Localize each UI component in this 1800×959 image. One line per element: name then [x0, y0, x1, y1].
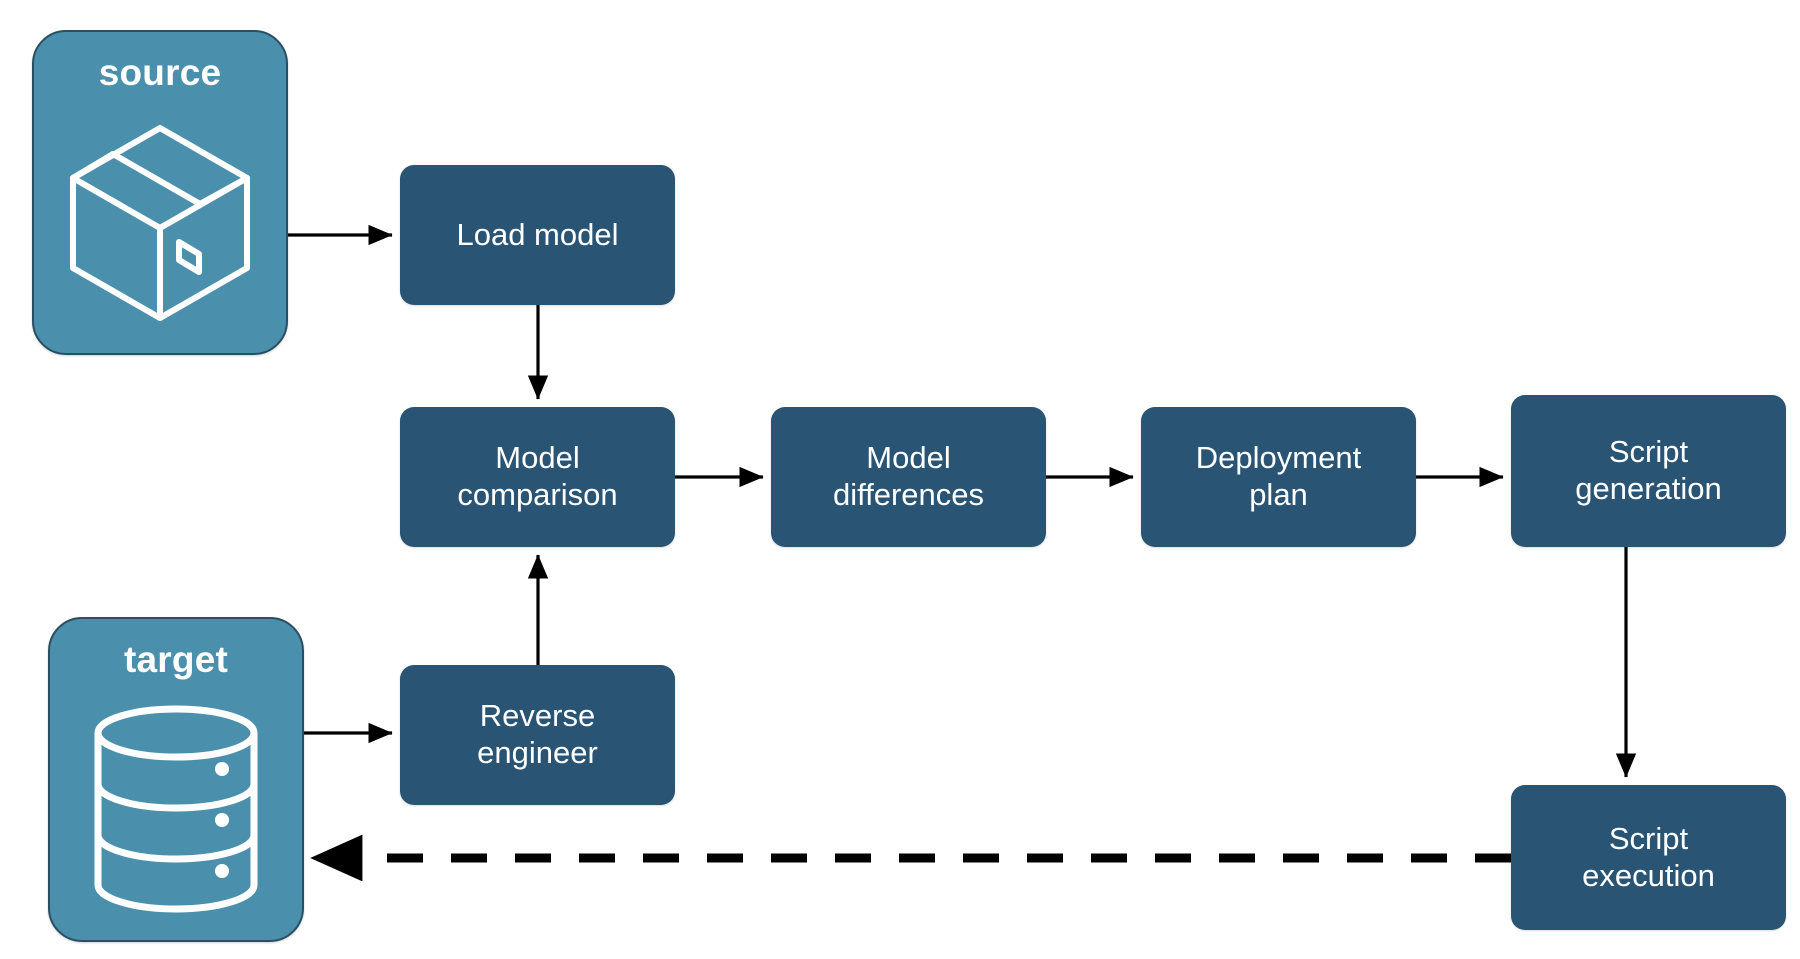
process-model-comparison[interactable]: Model comparison — [400, 407, 675, 547]
process-load-model[interactable]: Load model — [400, 165, 675, 305]
process-script-execution[interactable]: Script execution — [1511, 785, 1786, 930]
process-script-generation[interactable]: Script generation — [1511, 395, 1786, 547]
endpoint-source[interactable]: source — [32, 30, 288, 355]
package-box-icon — [34, 91, 286, 353]
process-reverse-engineer-label: Reverse engineer — [477, 698, 598, 770]
process-model-differences[interactable]: Model differences — [771, 407, 1046, 547]
process-load-model-label: Load model — [456, 216, 619, 252]
process-model-differences-label: Model differences — [832, 440, 985, 512]
database-cylinder-icon — [50, 678, 302, 940]
process-deployment-plan-label: Deployment plan — [1195, 440, 1362, 512]
endpoint-target-label: target — [124, 639, 228, 680]
process-reverse-engineer[interactable]: Reverse engineer — [400, 665, 675, 805]
endpoint-source-label: source — [98, 52, 222, 93]
process-model-comparison-label: Model comparison — [457, 440, 618, 512]
process-script-execution-label: Script execution — [1582, 820, 1715, 893]
process-script-generation-label: Script generation — [1575, 434, 1722, 506]
endpoint-target[interactable]: target — [48, 617, 304, 942]
process-deployment-plan[interactable]: Deployment plan — [1141, 407, 1416, 547]
